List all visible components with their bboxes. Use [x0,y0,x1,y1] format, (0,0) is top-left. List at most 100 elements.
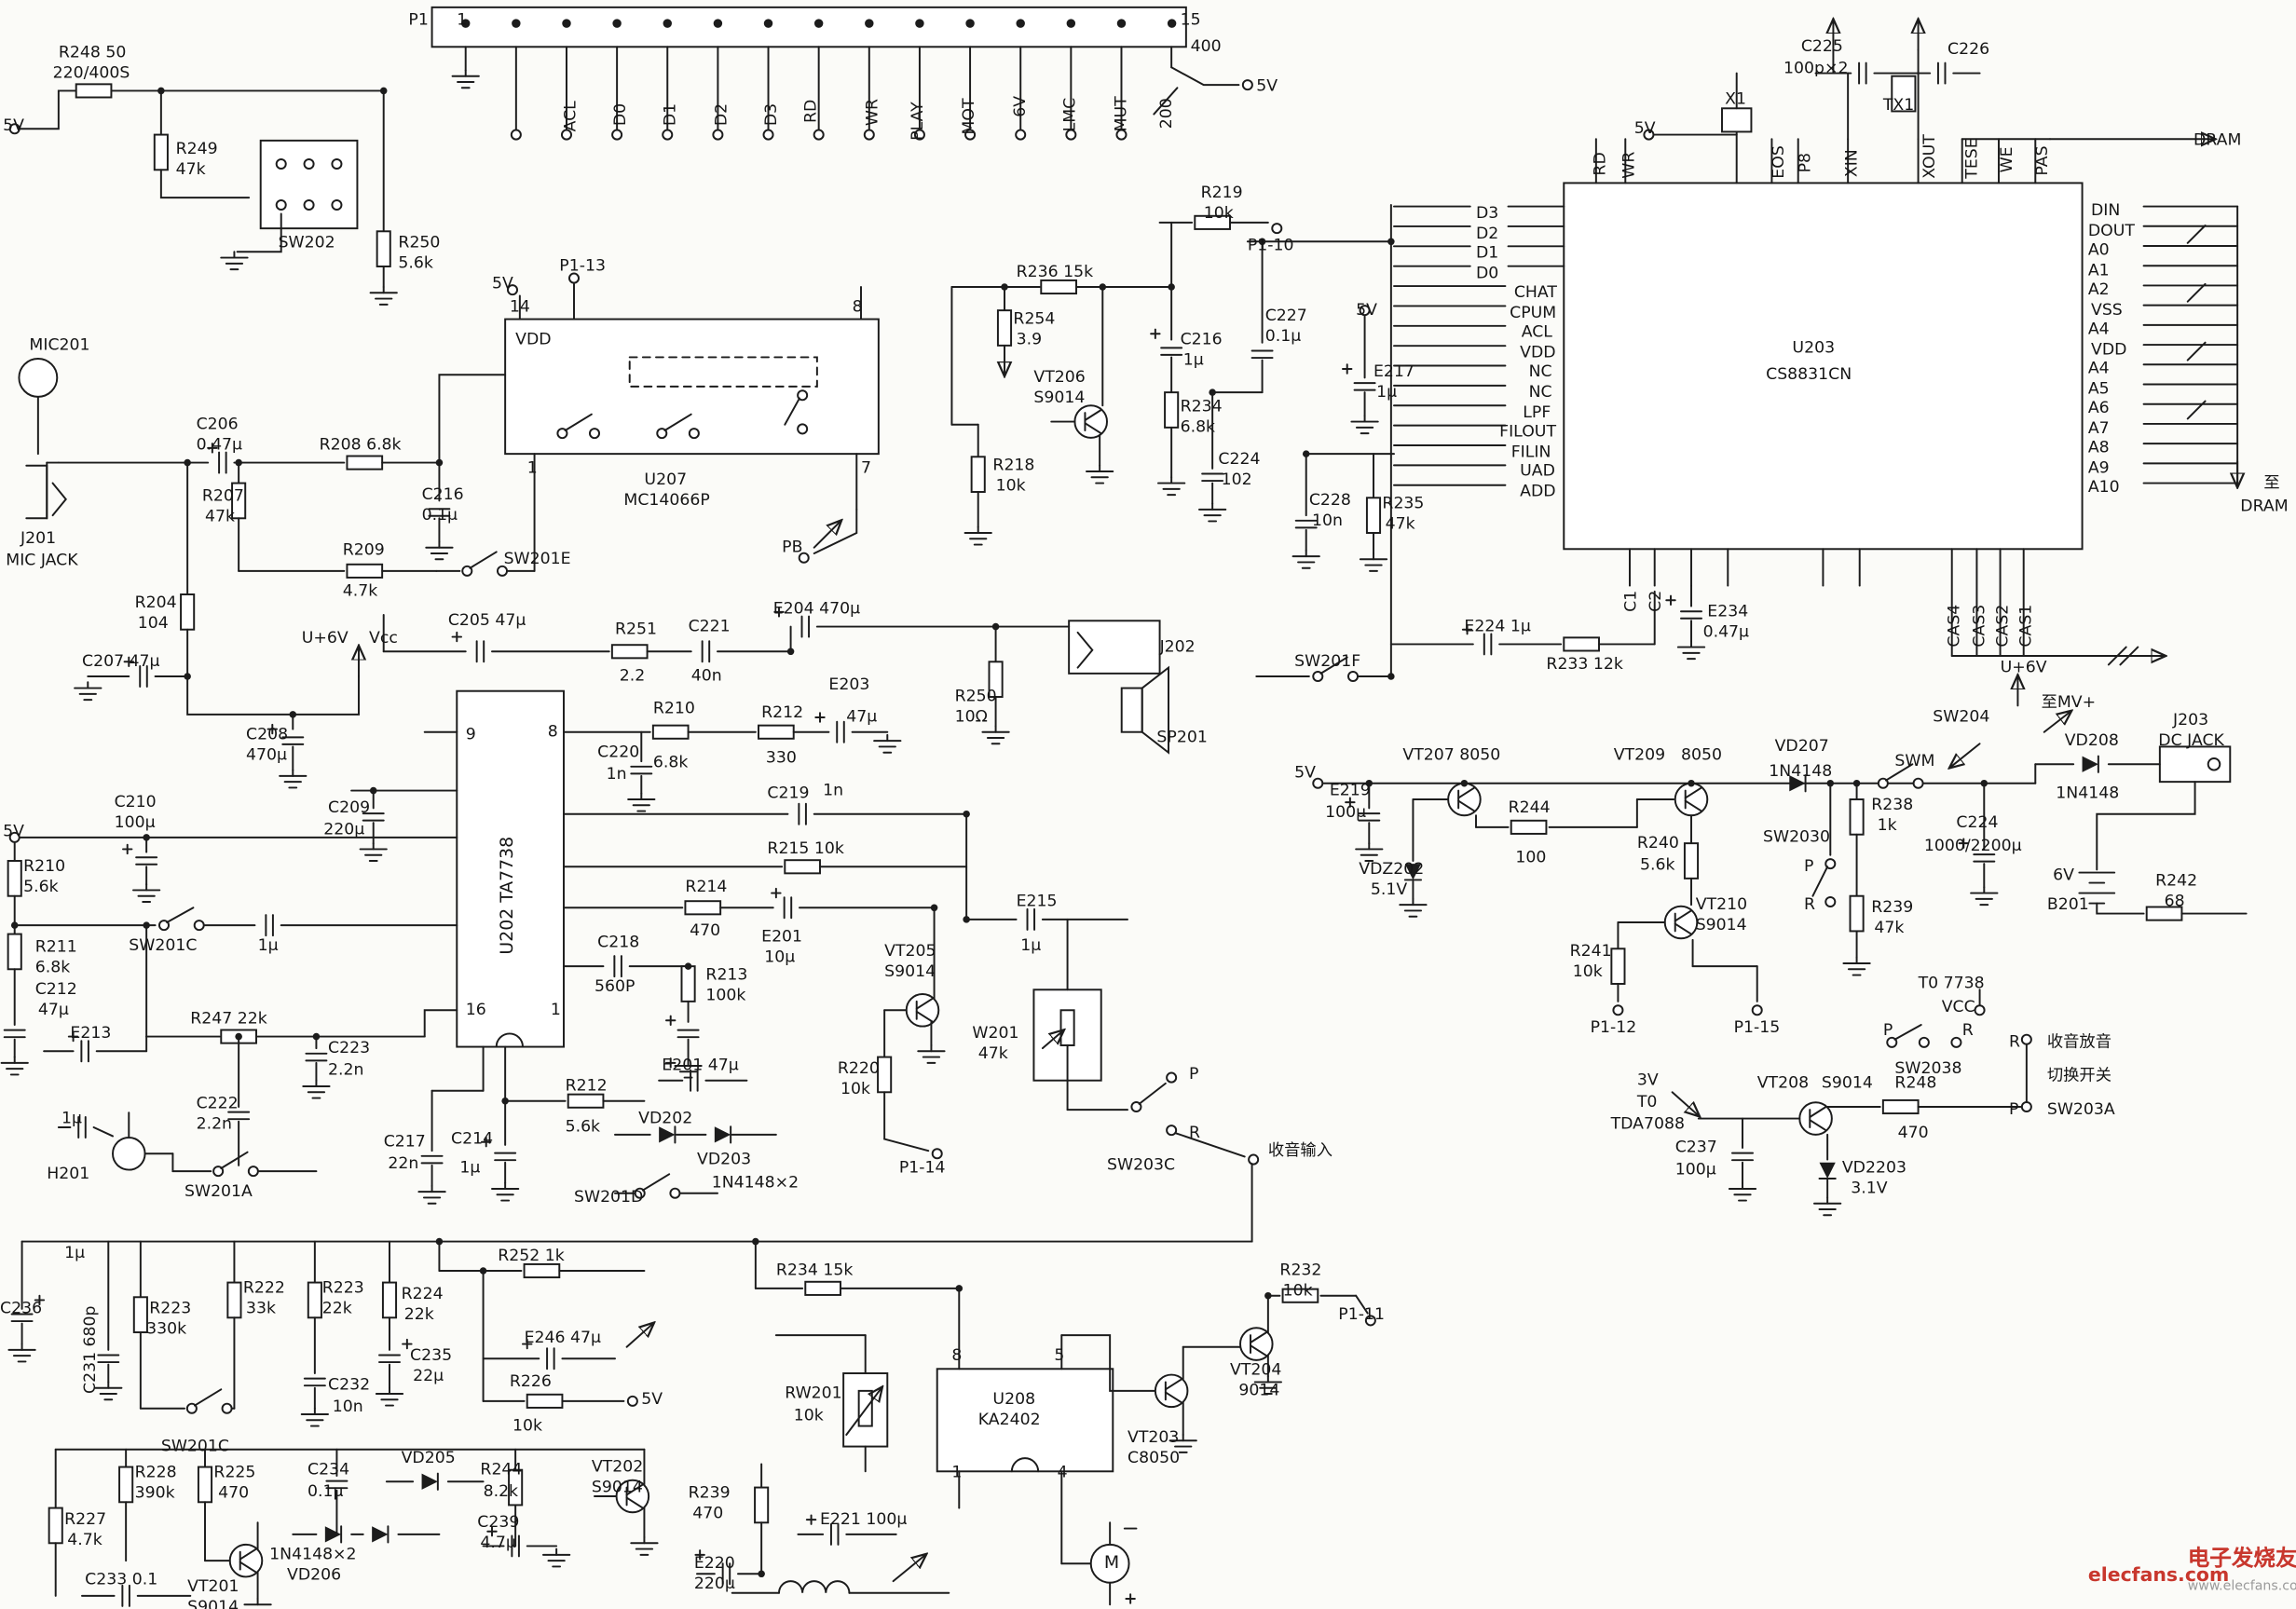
schematic-label: A10 [2087,477,2120,497]
schematic-label: C220 [597,742,640,762]
schematic-label: CAS1 [2016,604,2036,648]
schematic-label: 1k [1877,815,1897,835]
schematic-label: R239 [688,1482,731,1503]
schematic-label: R223 [149,1298,192,1318]
schematic-label: C221 [688,616,731,635]
schematic-label: E219 [1329,780,1371,799]
schematic-label: ACL [560,101,581,132]
schematic-label: S9014 [1695,915,1747,934]
schematic-label: 8 [852,297,863,317]
schematic-label: E246 47μ [524,1328,601,1347]
schematic-label: E221 100μ [820,1509,908,1529]
schematic-label: MC14066P [623,490,710,510]
schematic-label: C210 [114,792,157,811]
schematic-label: P1-13 [559,256,606,276]
schematic-label: R240 [1636,833,1679,852]
schematic-label: VT206 [1033,367,1086,387]
schematic-label: C232 [328,1374,371,1394]
schematic-label: LMC [1059,97,1080,132]
schematic-label: 15 [1180,10,1201,30]
schematic-label: TX1 [1882,95,1915,115]
schematic-label: R214 [685,877,728,896]
schematic-label: E234 [1707,601,1749,621]
schematic-label: C205 47μ [447,610,526,630]
schematic-label: A2 [2087,280,2110,299]
schematic-label: TESE [1961,138,1982,179]
schematic-label: 至MV+ [2041,692,2097,712]
schematic-label: R224 [401,1284,444,1303]
schematic-label: C236 [0,1298,43,1318]
schematic-label: R219 [1200,183,1243,202]
schematic-label: 1N4148×2 [269,1544,357,1564]
schematic-label: 100μ [1325,802,1367,822]
schematic-label: 6.8k [1180,416,1216,437]
schematic-label: 47k [1874,918,1905,937]
ic-u203-part: CS8831CN [1766,364,1852,384]
schematic-label: VDZ202 [1359,859,1425,879]
schematic-label: 1μ [1020,935,1042,955]
schematic-label: 470 [692,1503,724,1523]
schematic-label: P1-14 [898,1158,946,1178]
schematic-label: R228 [134,1462,177,1482]
schematic-label: R213 [705,964,748,984]
schematic-label: W201 [972,1023,1019,1043]
schematic-label: 1 [951,1462,963,1482]
schematic-label: P8 [1795,152,1814,173]
schematic-label: VD206 [287,1564,342,1585]
schematic-label: C233 0.1 [85,1569,158,1589]
schematic-label: 1000/2200μ [1923,836,2022,855]
schematic-label: E204 470μ [772,598,861,619]
schematic-label: R236 15k [1016,262,1094,281]
schematic-label: 22k [321,1298,352,1318]
schematic-label: R242 [2155,871,2198,891]
schematic-label: 1μ [1376,382,1398,402]
schematic-label: CAS4 [1944,604,1964,648]
schematic-label: 9014 [1238,1380,1280,1400]
schematic-label: WR [862,99,882,127]
schematic-label: 1μ [64,1243,86,1262]
schematic-label: 10k [1203,203,1234,223]
schematic-label: R250 [954,687,997,706]
schematic-label: 33k [246,1298,277,1318]
schematic-label: R212 [565,1076,608,1096]
schematic-label: T0 7738 [1918,974,1985,993]
schematic-label: A9 [2087,457,2110,478]
schematic-label: R234 [1180,396,1223,416]
j202-jack [1068,620,1161,675]
schematic-label: 22k [403,1304,434,1324]
schematic-label: 470 [218,1482,250,1503]
schematic-label: ADD [1520,482,1556,501]
schematic-label: RD [1590,152,1609,176]
schematic-label: T0 [1636,1092,1658,1111]
schematic-label: J201 [20,528,57,548]
schematic-label: R [1189,1123,1201,1142]
schematic-label: 560P [594,976,636,996]
schematic-label: R251 [615,619,658,639]
schematic-label: MIC201 [29,334,90,355]
schematic-label: D3 [1476,203,1499,223]
schematic-label: 2.2 [619,666,646,686]
schematic-label: R249 [175,139,218,158]
schematic-label: 1n [606,764,627,784]
schematic-label: P [1804,856,1814,876]
schematic-label: 330 [765,748,797,768]
schematic-label: VCC [1941,997,1975,1016]
schematic-label: 100k [705,985,746,1004]
ic-u203-label: U203 [1792,338,1836,358]
watermark-url: www.elecfans.com [2187,1579,2296,1595]
schematic-label: C222 [196,1093,239,1113]
schematic-label: 4.7μ [480,1533,516,1552]
schematic-label: WE [1997,146,2016,173]
schematic-label: C234 [308,1459,350,1479]
schematic-label: VT205 [884,941,936,961]
schematic-label: R234 15k [775,1261,854,1280]
schematic-label: VDD [2091,339,2127,359]
schematic-label: 2.2n [328,1059,364,1080]
ic-u208-part: KA2402 [977,1410,1041,1429]
schematic-label: P1-10 [1247,236,1294,255]
schematic-label: 2.2n [196,1113,233,1134]
schematic-label: C235 [410,1345,453,1365]
schematic-label: SW202 [278,232,335,252]
schematic-label: CPUM [1510,303,1557,322]
